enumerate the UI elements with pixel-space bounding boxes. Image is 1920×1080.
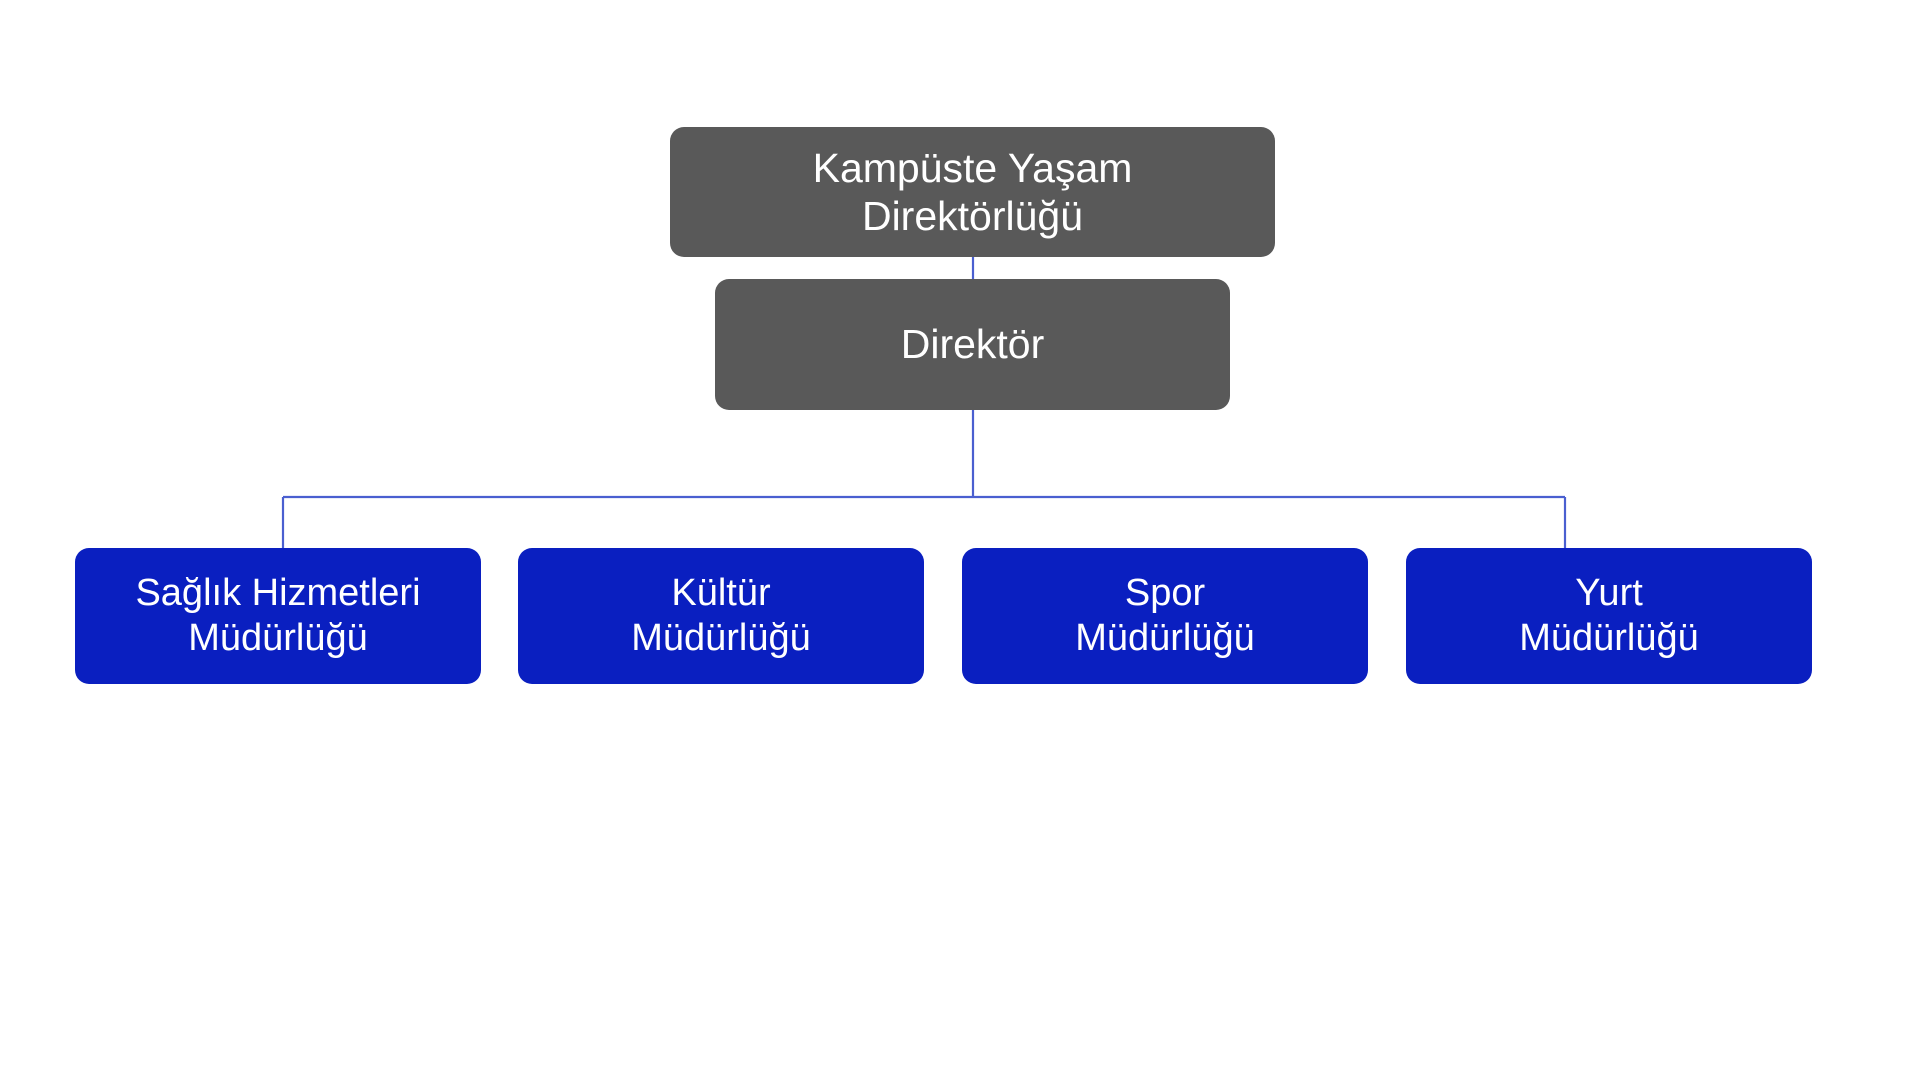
node-department-label: Yurt Müdürlüğü bbox=[1519, 572, 1699, 659]
node-direktor[interactable]: Direktör bbox=[715, 279, 1230, 410]
node-saglik-hizmetleri-mudurlugu[interactable]: Sağlık Hizmetleri Müdürlüğü bbox=[75, 548, 481, 684]
node-department-label: Spor Müdürlüğü bbox=[1075, 572, 1255, 659]
node-department-label: Sağlık Hizmetleri Müdürlüğü bbox=[135, 572, 421, 659]
node-department-label: Kültür Müdürlüğü bbox=[631, 572, 811, 659]
node-spor-mudurlugu[interactable]: Spor Müdürlüğü bbox=[962, 548, 1368, 684]
node-director-label: Direktör bbox=[900, 321, 1045, 368]
node-kampuste-yasam-direktorlugu[interactable]: Kampüste Yaşam Direktörlüğü bbox=[670, 127, 1275, 257]
node-root-label: Kampüste Yaşam Direktörlüğü bbox=[812, 144, 1133, 239]
node-kultur-mudurlugu[interactable]: Kültür Müdürlüğü bbox=[518, 548, 924, 684]
node-yurt-mudurlugu[interactable]: Yurt Müdürlüğü bbox=[1406, 548, 1812, 684]
